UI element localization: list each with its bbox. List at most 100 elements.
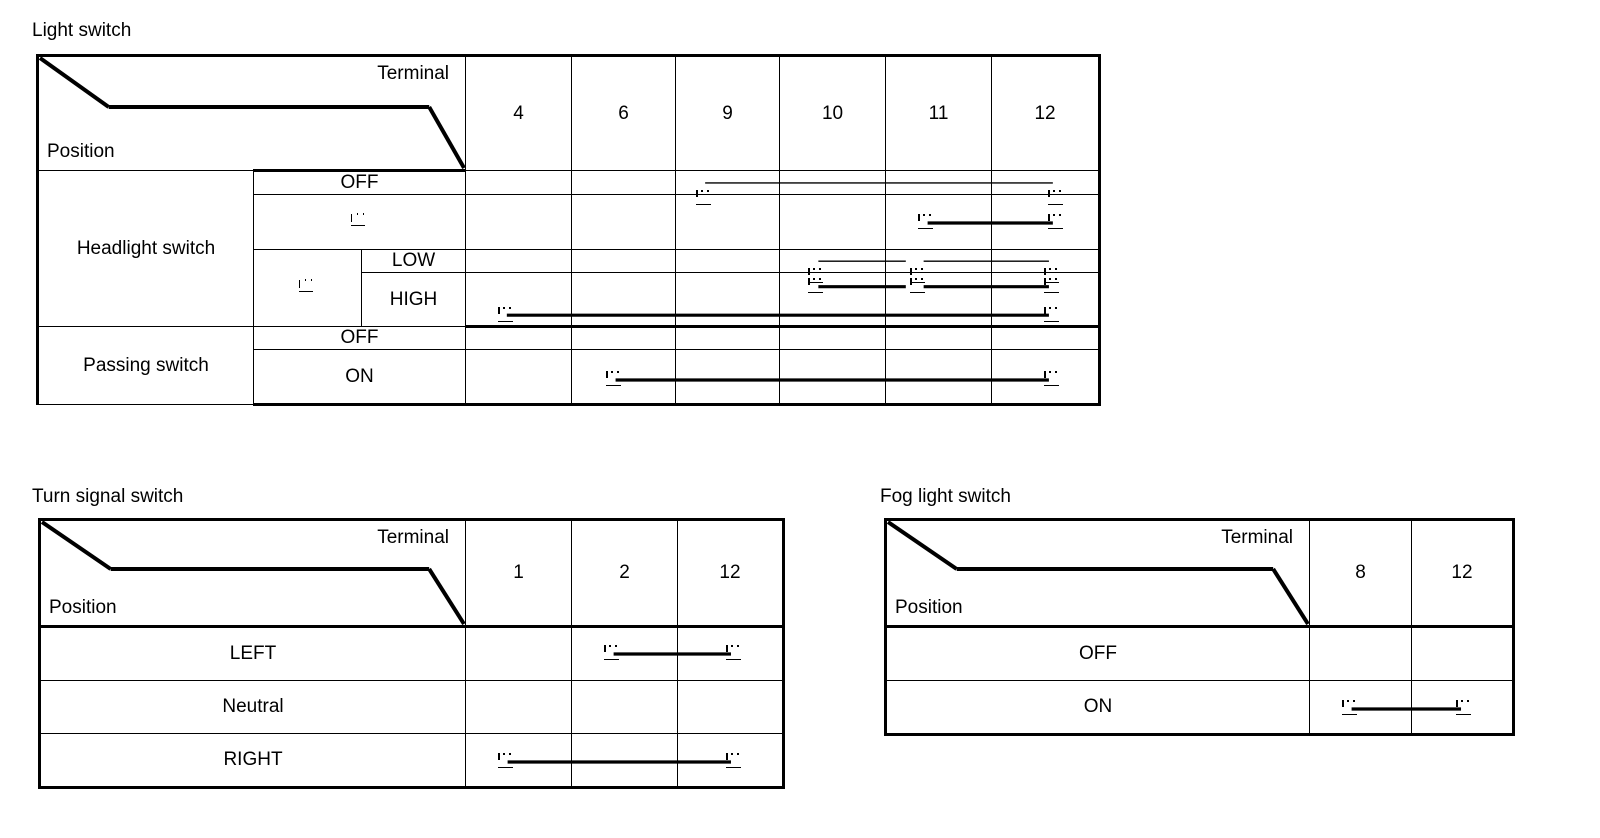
cell-6 bbox=[571, 194, 677, 250]
cell-4 bbox=[465, 170, 573, 195]
terminal-col-8: 8 bbox=[1309, 518, 1412, 627]
table-row bbox=[38, 194, 1102, 250]
terminal-col-12: 12 bbox=[991, 54, 1102, 171]
cell-1 bbox=[465, 625, 572, 681]
cell-12 bbox=[677, 733, 785, 789]
row-label-on: ON bbox=[884, 680, 1310, 736]
table-row: LEFT bbox=[38, 625, 785, 681]
position-header-label: Position bbox=[49, 597, 117, 618]
group-label-passing-switch: Passing switch bbox=[36, 326, 254, 405]
probe-node-icon bbox=[918, 214, 934, 229]
continuity-wire-span bbox=[886, 171, 992, 194]
cell-9 bbox=[675, 326, 781, 350]
terminal-col-1: 1 bbox=[465, 518, 572, 627]
cell-12 bbox=[991, 194, 1102, 250]
corner-diagonal-rules bbox=[42, 522, 465, 625]
continuity-wire-end bbox=[992, 171, 1098, 194]
row-label-off: OFF bbox=[252, 169, 467, 195]
cell-10 bbox=[779, 249, 887, 283]
cell-12 bbox=[991, 170, 1102, 205]
continuity-wire-1-12 bbox=[466, 734, 571, 786]
header-row: Terminal Position 8 12 bbox=[884, 518, 1515, 627]
continuity-wire-8-12 bbox=[1310, 681, 1411, 733]
probe-node-icon bbox=[498, 307, 514, 322]
probe-node-icon bbox=[1048, 214, 1064, 229]
cell-12 bbox=[991, 249, 1102, 283]
cell-6 bbox=[571, 272, 677, 328]
continuity-wire-span bbox=[780, 171, 886, 194]
cell-11 bbox=[885, 194, 993, 250]
row-label-right: RIGHT bbox=[38, 733, 466, 789]
probe-node-icon bbox=[910, 278, 926, 293]
terminal-col-12: 12 bbox=[677, 518, 785, 627]
probe-node-icon bbox=[1044, 371, 1060, 386]
terminal-header-label: Terminal bbox=[377, 527, 449, 548]
row-label-high: HIGH bbox=[360, 272, 467, 327]
table-row: ON bbox=[884, 680, 1515, 736]
terminal-col-2: 2 bbox=[571, 518, 678, 627]
terminal-col-10: 10 bbox=[779, 54, 887, 171]
cell-9 bbox=[675, 249, 781, 273]
cell-10 bbox=[779, 326, 887, 350]
probe-node-icon bbox=[604, 645, 619, 660]
lamp-icon bbox=[350, 211, 369, 227]
corner-header-cell: Terminal Position bbox=[38, 518, 466, 627]
probe-node-icon bbox=[498, 753, 513, 768]
row-label-low: LOW bbox=[360, 249, 467, 273]
cell-12 bbox=[991, 349, 1102, 406]
group-label-headlamp-glyph bbox=[253, 249, 362, 327]
cell-10 bbox=[779, 349, 887, 406]
continuity-wire-11-12 bbox=[886, 195, 992, 249]
cell-1 bbox=[465, 680, 572, 734]
terminal-col-12: 12 bbox=[1411, 518, 1515, 627]
cell-4 bbox=[465, 249, 573, 273]
lamp-icon bbox=[298, 277, 317, 293]
table-row: OFF bbox=[884, 625, 1515, 681]
turn-signal-switch-table: Terminal Position 1 2 12 LEFT bbox=[38, 518, 785, 789]
probe-node-icon bbox=[726, 753, 741, 768]
position-header-label: Position bbox=[895, 597, 963, 618]
turn-signal-switch-caption: Turn signal switch bbox=[32, 486, 184, 507]
continuity-wire-9-12 bbox=[676, 171, 780, 194]
cell-8 bbox=[1309, 625, 1412, 681]
cell-12 bbox=[991, 326, 1102, 350]
fog-light-switch-table: Terminal Position 8 12 OFF ON bbox=[884, 518, 1515, 736]
cell-2 bbox=[571, 733, 678, 789]
cell-4 bbox=[465, 349, 573, 406]
continuity-wire-10-12 bbox=[780, 250, 886, 272]
header-row: Terminal Position 1 2 12 bbox=[38, 518, 785, 627]
probe-node-icon bbox=[1044, 278, 1060, 293]
continuity-wire-span bbox=[572, 734, 677, 786]
continuity-wire-span bbox=[886, 273, 992, 325]
group-label-headlight-switch: Headlight switch bbox=[36, 170, 254, 327]
cell-6 bbox=[571, 326, 677, 350]
group-label-text: Passing switch bbox=[83, 354, 209, 376]
cell-12 bbox=[1411, 625, 1515, 681]
cell-2 bbox=[571, 680, 678, 734]
cell-12 bbox=[677, 625, 785, 681]
continuity-wire-end bbox=[992, 195, 1098, 249]
cell-9 bbox=[675, 170, 781, 205]
row-label-tail-lamp bbox=[252, 194, 467, 250]
cell-11 bbox=[885, 272, 993, 328]
probe-node-icon bbox=[1456, 700, 1471, 715]
terminal-col-4: 4 bbox=[465, 54, 573, 171]
continuity-wire-6-12 bbox=[572, 350, 676, 403]
cell-9 bbox=[675, 272, 781, 328]
cell-6 bbox=[571, 249, 677, 273]
continuity-wire-span bbox=[886, 350, 992, 403]
cell-11 bbox=[885, 326, 993, 350]
table-row: Headlight switch OFF bbox=[36, 169, 1102, 327]
group-label-text: Headlight switch bbox=[76, 237, 216, 259]
fog-light-switch-caption: Fog light switch bbox=[880, 486, 1011, 507]
probe-node-icon bbox=[606, 371, 622, 386]
header-row: Terminal Position 4 6 9 10 11 12 bbox=[35, 54, 1102, 171]
corner-diagonal-rules bbox=[40, 58, 465, 169]
probe-node-icon bbox=[726, 645, 741, 660]
position-header-label: Position bbox=[47, 141, 115, 162]
corner-header-cell: Terminal Position bbox=[884, 518, 1310, 627]
cell-4 bbox=[465, 272, 573, 328]
cell-9 bbox=[675, 349, 781, 406]
cell-6 bbox=[571, 349, 677, 406]
row-label-neutral: Neutral bbox=[38, 680, 466, 734]
